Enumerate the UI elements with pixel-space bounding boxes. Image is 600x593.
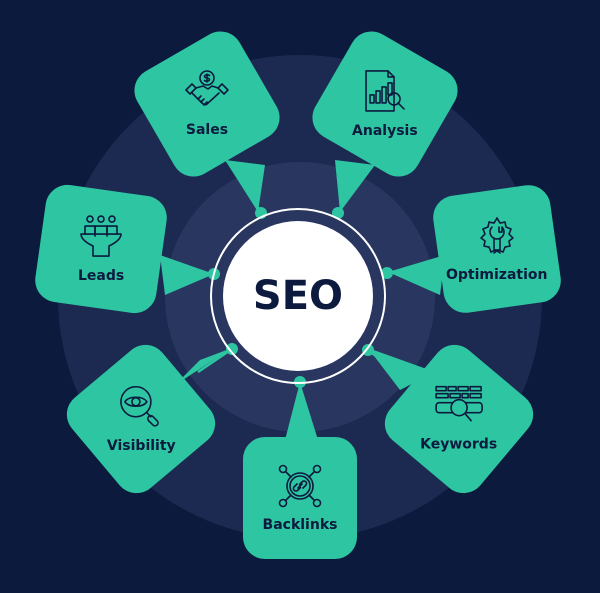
center-ring: [210, 208, 386, 384]
center-node: SEO: [223, 221, 373, 371]
node-sales: Sales: [126, 23, 288, 185]
center-label: SEO: [252, 273, 344, 319]
node-leads: Leads: [32, 182, 170, 316]
node-label: Backlinks: [262, 517, 338, 533]
report-magnifier-icon: [362, 69, 408, 115]
node-label: Sales: [185, 122, 229, 138]
gear-wrench-icon: [475, 215, 519, 259]
node-label: Optimization: [446, 267, 548, 284]
link-network-icon: [277, 463, 323, 509]
keyboard-search-icon: [433, 385, 485, 429]
handshake-dollar-icon: [183, 70, 231, 114]
node-label: Analysis: [352, 122, 418, 139]
node-label: Keywords: [420, 436, 498, 453]
funnel-people-icon: [79, 214, 123, 260]
node-backlinks: Backlinks: [243, 437, 357, 559]
node-keywords: Keywords: [375, 335, 543, 503]
node-label: Visibility: [106, 438, 176, 455]
node-visibility: Visibility: [57, 335, 225, 503]
node-label: Leads: [77, 268, 125, 284]
node-analysis: Analysis: [304, 23, 466, 185]
node-optimization: Optimization: [430, 182, 564, 316]
eye-search-icon: [118, 384, 164, 430]
